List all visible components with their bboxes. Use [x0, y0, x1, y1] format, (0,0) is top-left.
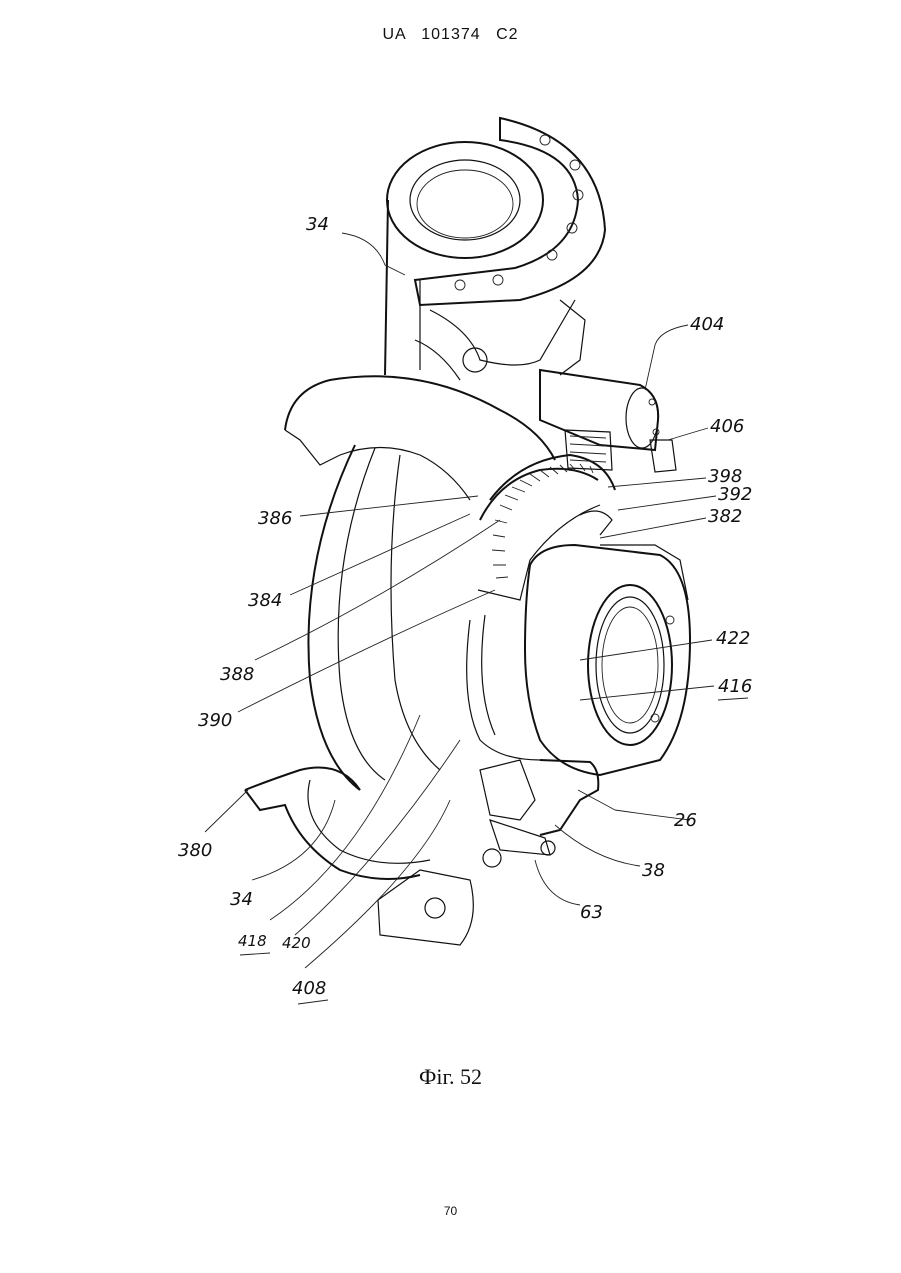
label-420: 420: [282, 934, 311, 952]
label-388: 388: [220, 664, 254, 685]
label-406: 406: [710, 416, 744, 437]
label-63: 63: [580, 902, 603, 923]
page-number: 70: [0, 1204, 901, 1218]
label-386: 386: [258, 508, 292, 529]
label-390: 390: [198, 710, 232, 731]
lower-bracket: [378, 760, 598, 945]
gear-ring: [478, 430, 615, 600]
label-26: 26: [674, 810, 697, 831]
figure-caption: Фiг. 52: [0, 1064, 901, 1090]
main-body: [385, 200, 585, 380]
label-404: 404: [690, 314, 724, 335]
label-408: 408: [292, 978, 326, 999]
yoke-arm: [245, 376, 555, 879]
label-392: 392: [718, 484, 752, 505]
upper-flange: [387, 118, 605, 305]
label-34-top: 34: [306, 214, 329, 235]
label-34-bottom: 34: [230, 889, 253, 910]
label-380: 380: [178, 840, 212, 861]
label-38: 38: [642, 860, 665, 881]
label-418: 418: [238, 932, 267, 950]
label-382: 382: [708, 506, 742, 527]
label-416: 416: [718, 676, 752, 697]
label-384: 384: [248, 590, 282, 611]
label-422: 422: [716, 628, 750, 649]
